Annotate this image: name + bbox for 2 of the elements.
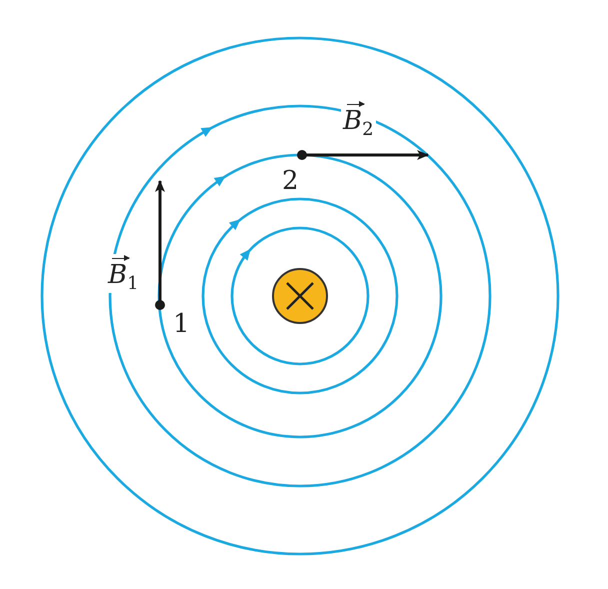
point-label: 1 — [173, 311, 190, 337]
point-label: 2 — [282, 168, 299, 194]
